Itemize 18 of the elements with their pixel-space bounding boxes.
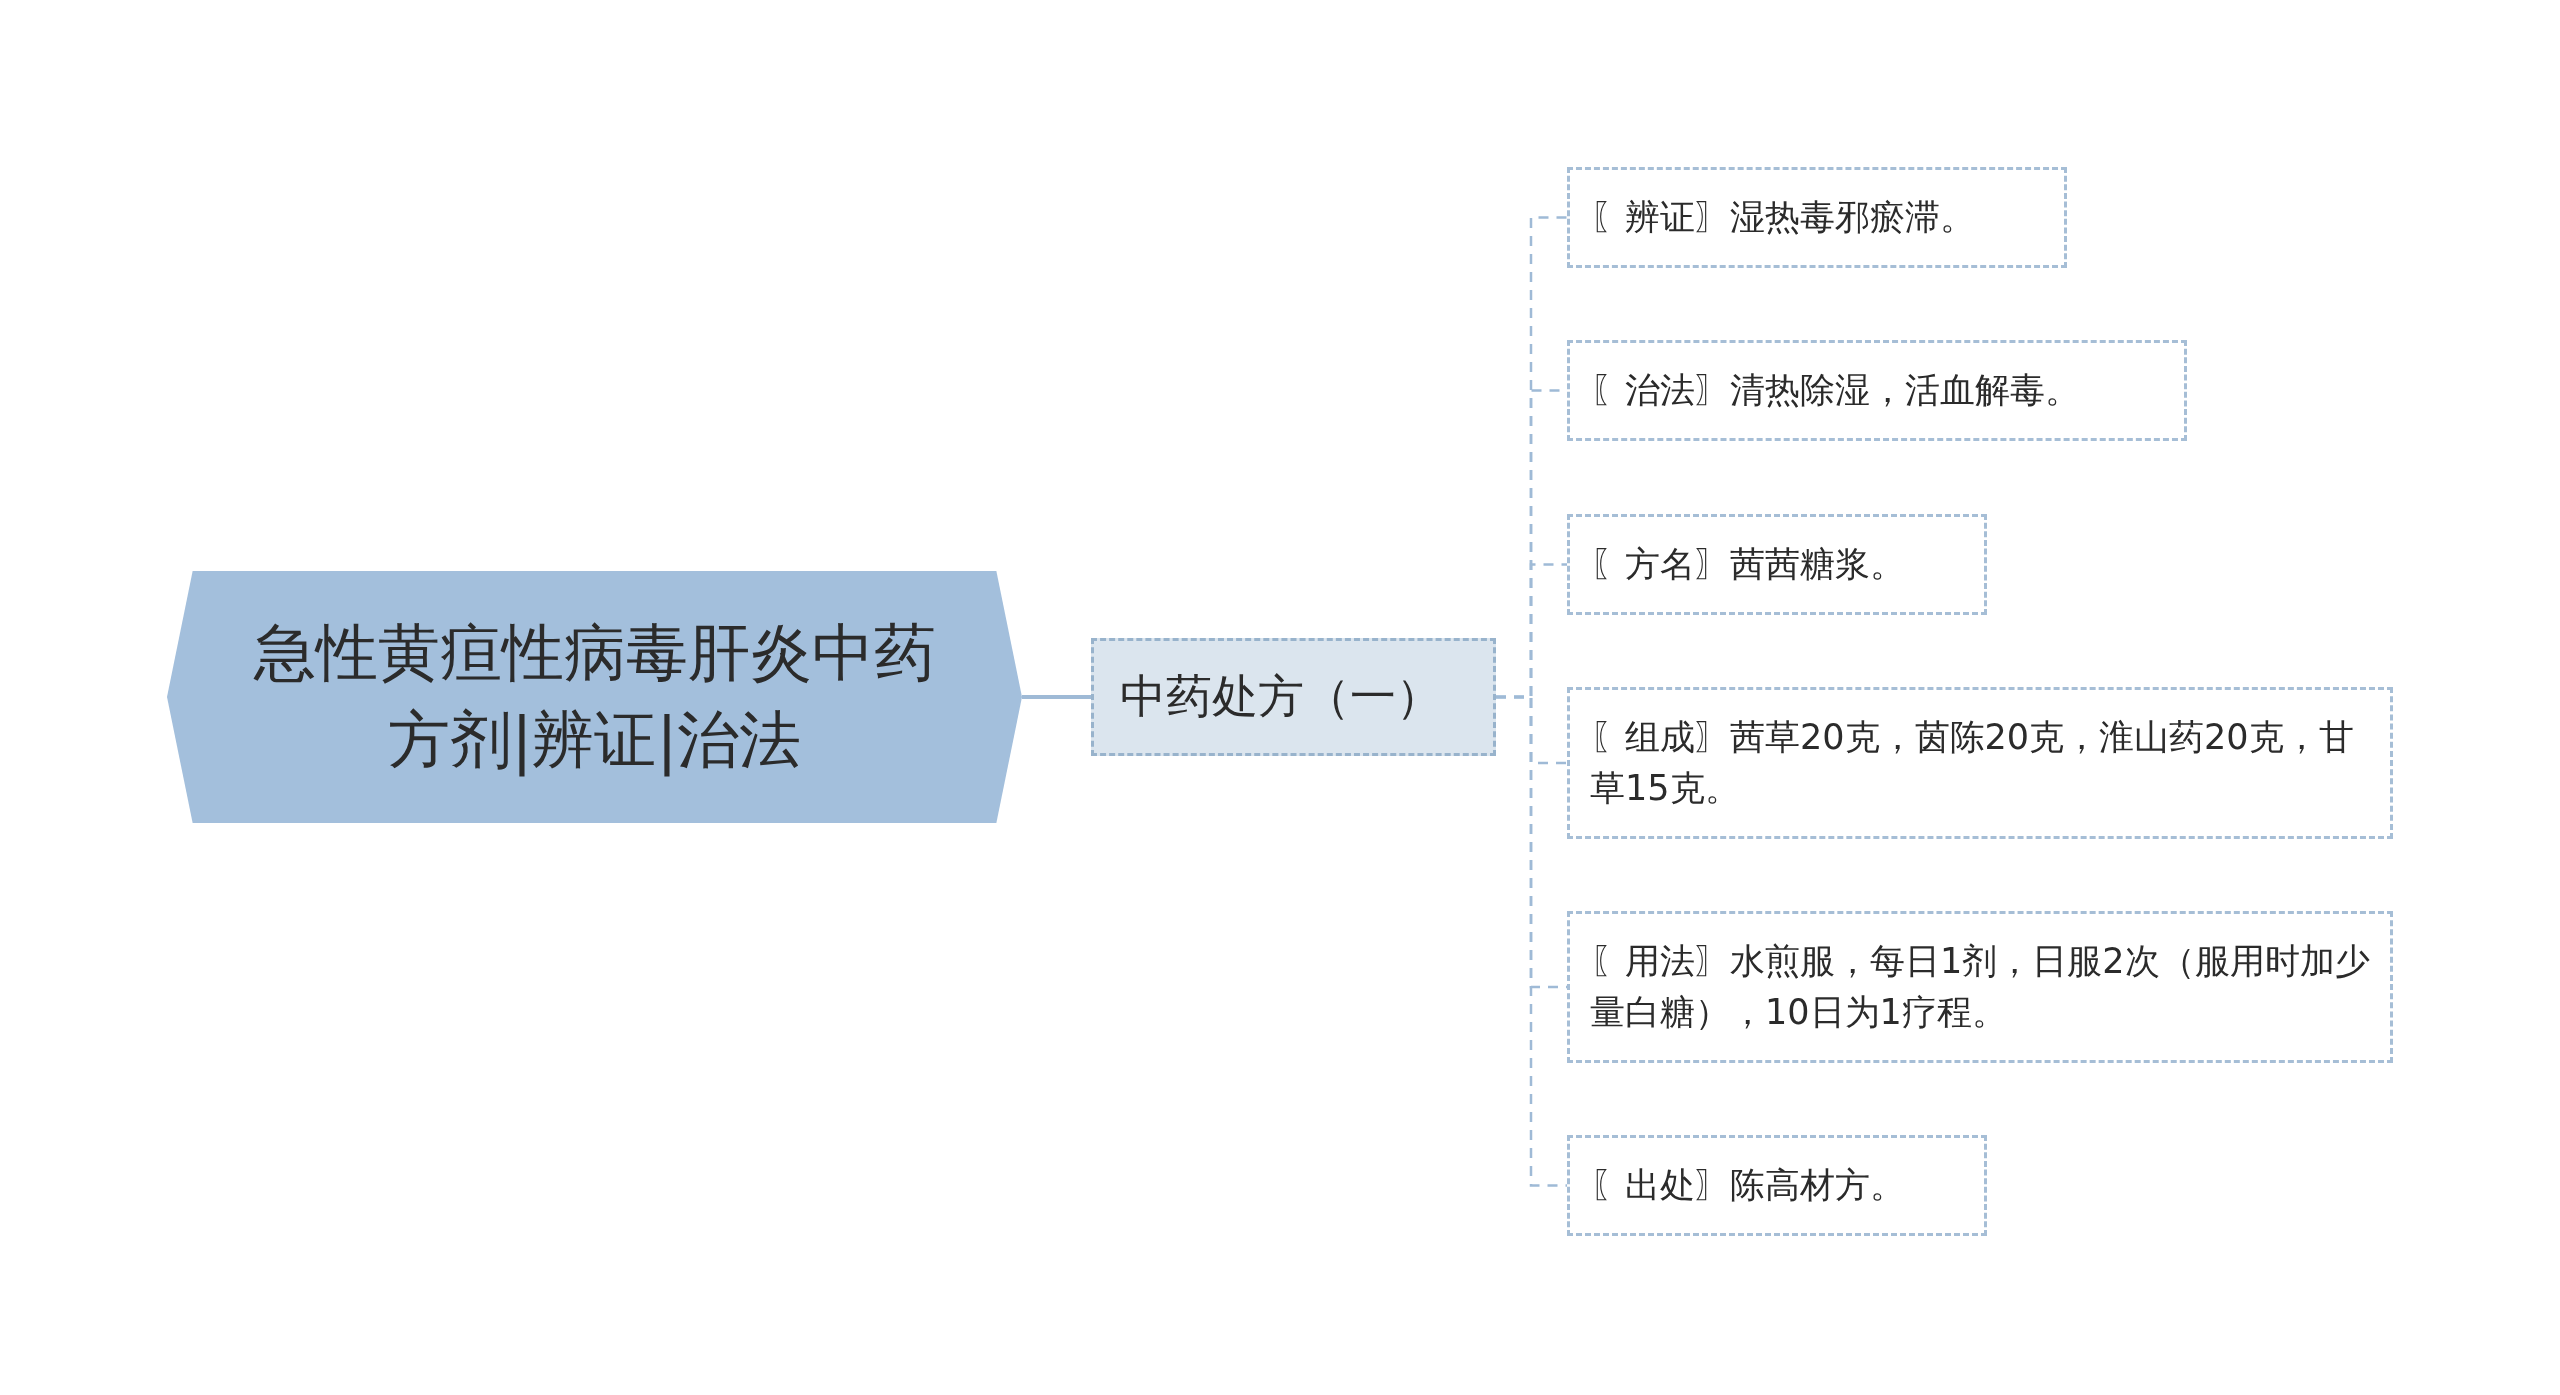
detail-text: 〖方名〗茜茜糖浆。 (1590, 543, 1906, 586)
subtopic-box (1091, 638, 1496, 756)
detail-text: 〖用法〗水煎服，每日1剂，日服2次（服用时加少量白糖），10日为1疗程。 (1590, 940, 2370, 1034)
detail-text: 〖出处〗陈高材方。 (1590, 1164, 1906, 1207)
detail-text: 〖组成〗茜草20克，茵陈20克，淮山药20克，甘草15克。 (1590, 716, 2355, 810)
detail-box (1567, 514, 1987, 615)
detail-text: 〖治法〗清热除湿，活血解毒。 (1590, 369, 2081, 412)
topic-text: 急性黄疸性病毒肝炎中药方剂|辨证|治法 (252, 615, 937, 779)
subtopic-text: 中药处方（一） (1120, 668, 1442, 725)
hexagon-node (167, 571, 1022, 823)
detail-box (1567, 167, 2067, 268)
detail-box (1567, 911, 2393, 1063)
detail-box (1567, 340, 2187, 441)
detail-text: 〖辨证〗湿热毒邪瘀滞。 (1590, 196, 1976, 239)
connector-line (1022, 695, 1091, 699)
detail-box (1567, 687, 2393, 839)
connector-line (1496, 695, 1567, 1187)
detail-box (1567, 1135, 1987, 1236)
